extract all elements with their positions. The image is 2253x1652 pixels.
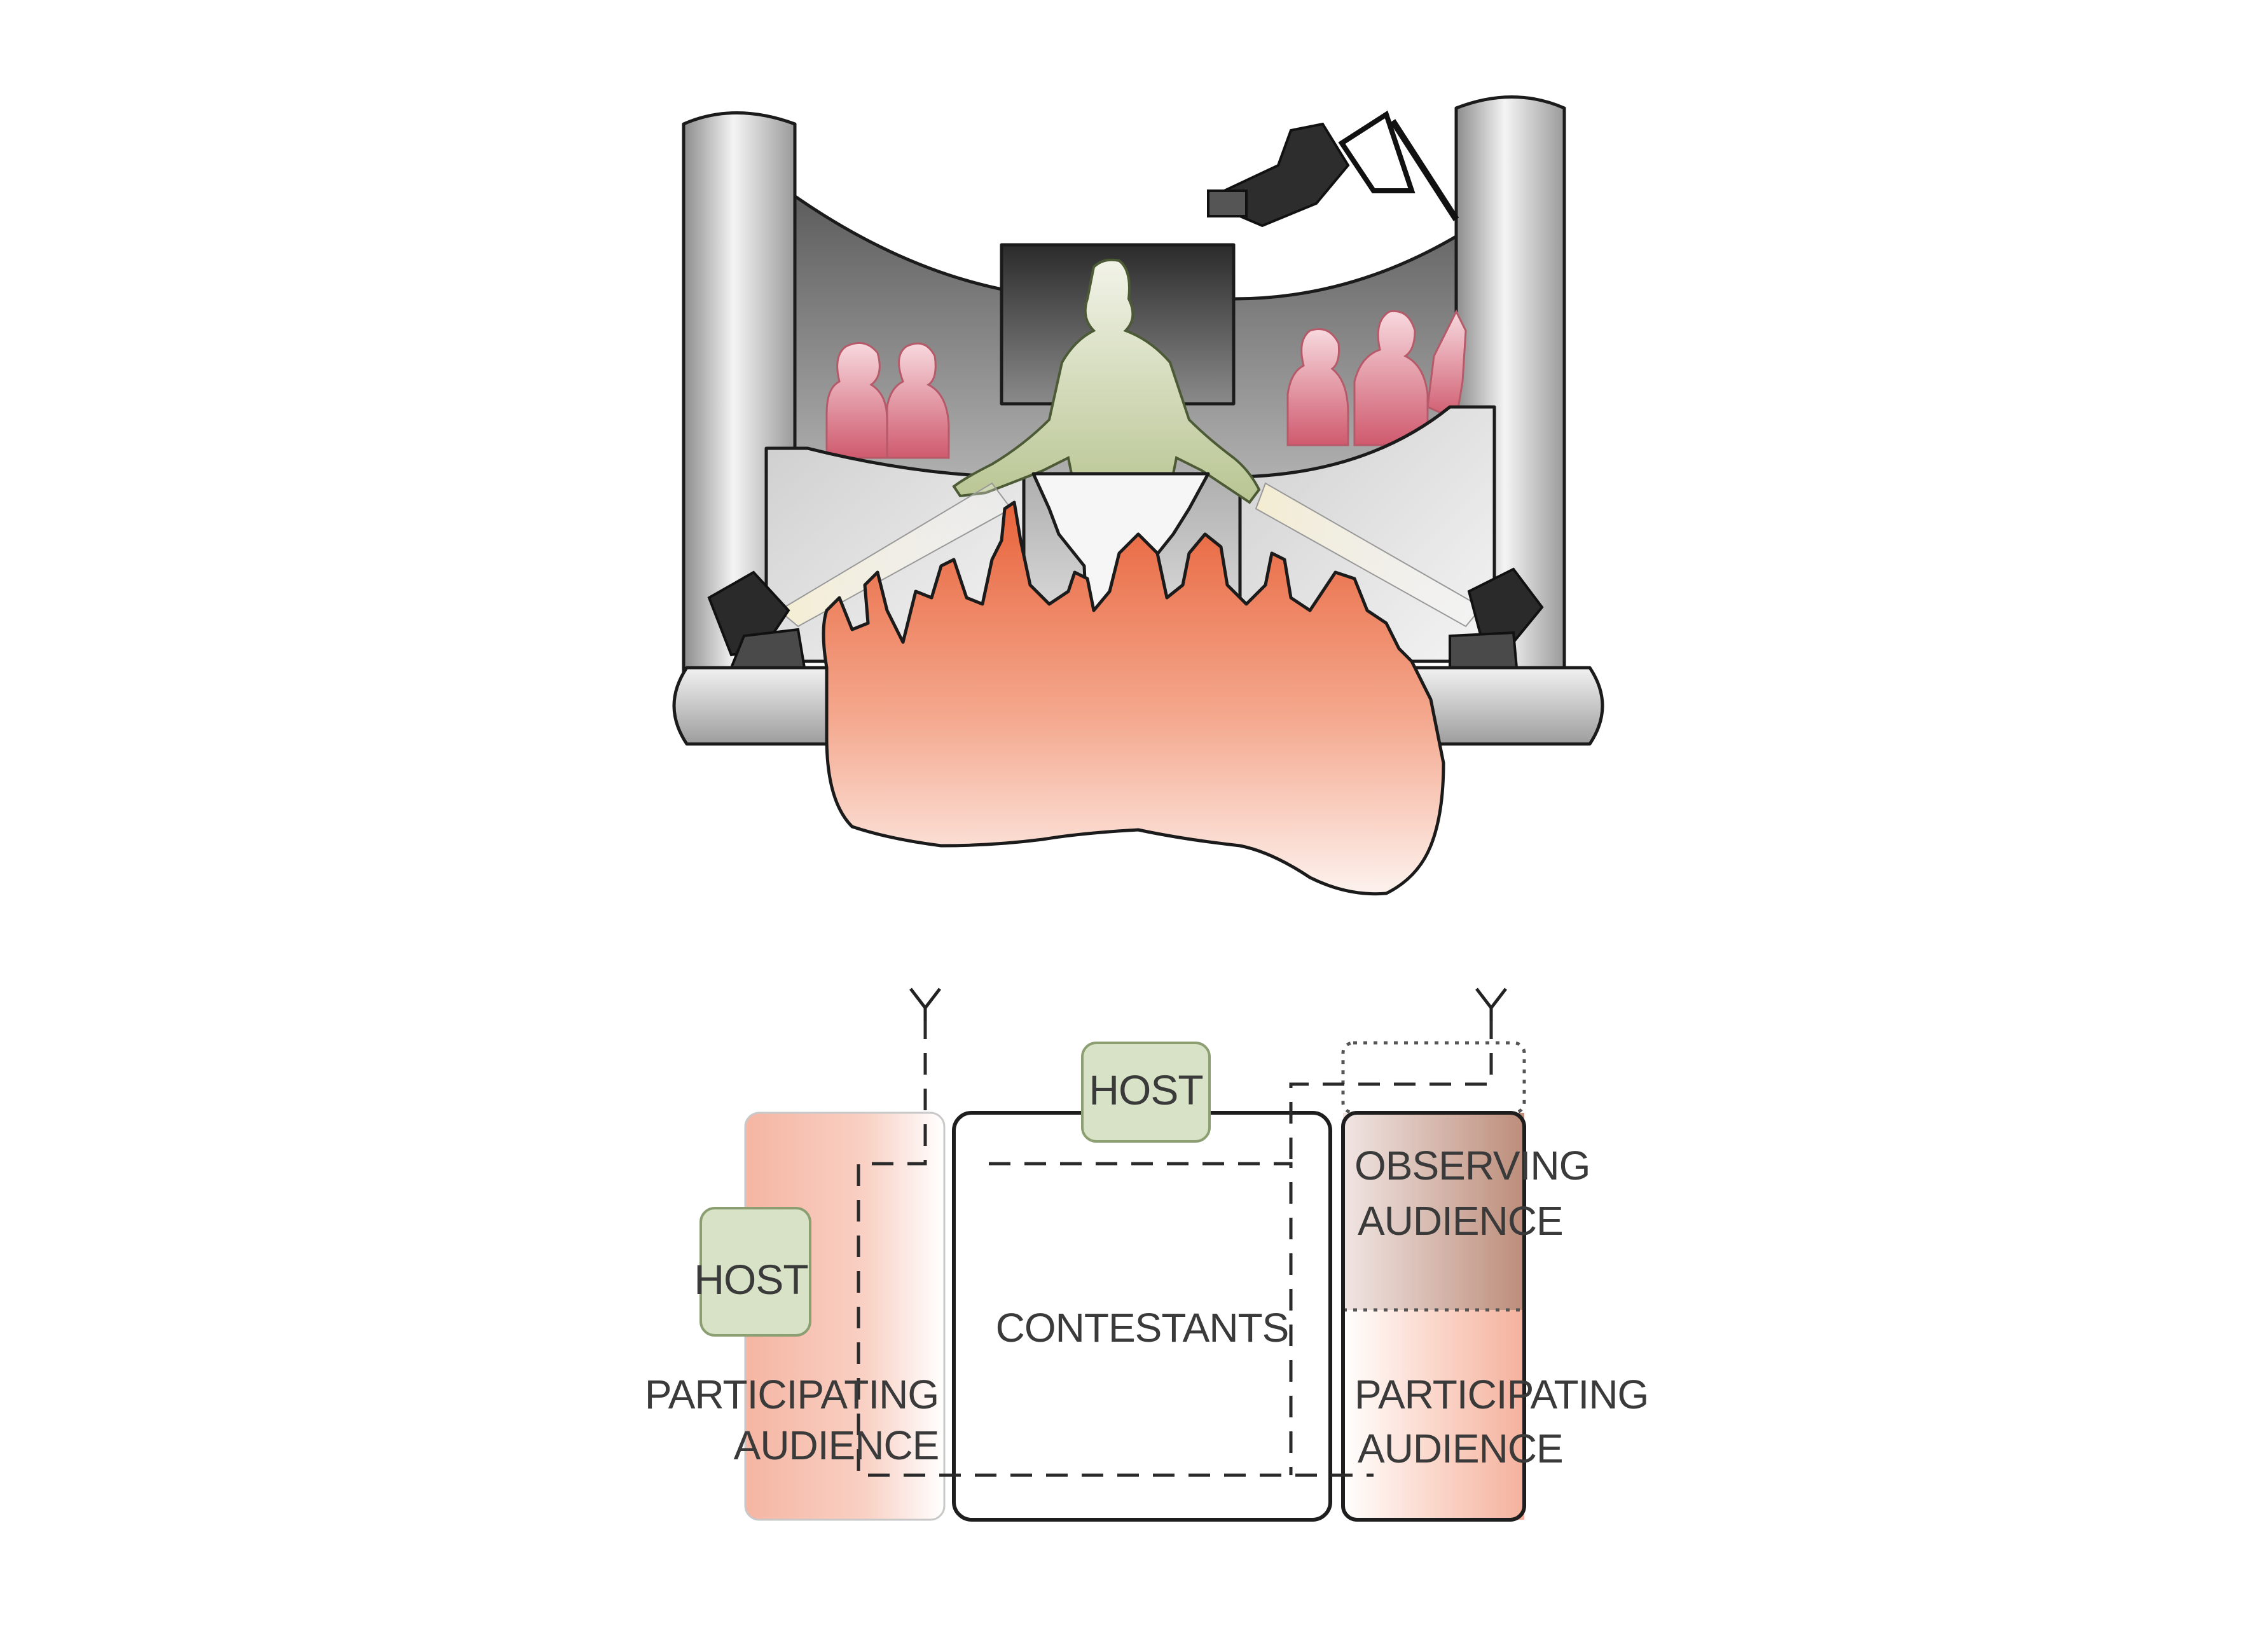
host-label-top: HOST xyxy=(1089,1066,1202,1113)
spotlight-icon xyxy=(1449,567,1544,669)
stage-illustration xyxy=(672,95,1604,896)
host-silhouette-icon xyxy=(952,258,1261,504)
spotlight-icon xyxy=(707,570,806,669)
host-label-left: HOST xyxy=(694,1256,808,1303)
camera-sightline-center xyxy=(989,1162,1293,1475)
participating-right-label-2: AUDIENCE xyxy=(1358,1426,1563,1471)
participating-audience-right-zone xyxy=(1343,1310,1524,1520)
observing-audience-top-zone xyxy=(1341,1041,1526,1115)
camera-marker-right xyxy=(1475,988,1507,1021)
observing-audience-zone xyxy=(1343,1113,1524,1310)
camera-icon xyxy=(1207,110,1459,228)
crowd-silhouette-icon xyxy=(822,500,1445,896)
spotlight-beam-right xyxy=(1255,482,1483,628)
camera-sightline-left xyxy=(857,1017,1374,1477)
participating-left-label-2: AUDIENCE xyxy=(734,1422,939,1468)
host-box-top xyxy=(1081,1042,1211,1143)
participating-left-label-1: PARTICIPATING xyxy=(645,1372,939,1417)
participating-right-label-1: PARTICIPATING xyxy=(1354,1372,1648,1417)
host-box-left xyxy=(699,1207,811,1337)
observing-label-1: OBSERVING xyxy=(1354,1143,1590,1188)
camera-marker-left xyxy=(909,988,941,1021)
seating-plan: HOST HOST CONTESTANTS PARTICIPATING AUDI… xyxy=(645,988,1649,1522)
observing-audience-left-icon xyxy=(825,341,950,459)
observing-audience-right-icon xyxy=(1286,309,1467,446)
contestants-label: CONTESTANTS xyxy=(996,1305,1289,1351)
observing-label-2: AUDIENCE xyxy=(1358,1198,1563,1244)
